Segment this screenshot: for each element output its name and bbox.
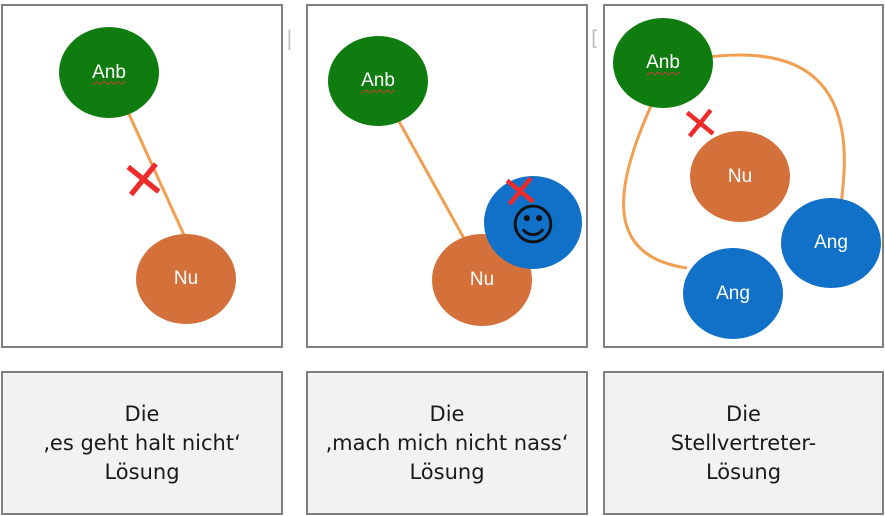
nu-label: Nu	[727, 165, 753, 187]
connector-lines	[121, 100, 191, 247]
anb-node: Anb	[328, 36, 428, 126]
panel-stellvertreter: Anb Nu Ang Ang ✕	[603, 4, 884, 348]
cursor-mark: [	[591, 26, 599, 50]
ang-node: Ang	[683, 248, 783, 339]
nu-label: Nu	[173, 268, 199, 289]
caption-line-2: Stellvertreter-	[670, 430, 817, 455]
caption-line-3: Lösung	[705, 459, 782, 484]
caption-mach-mich-nicht-nass: Die ‚mach mich nicht nass‘ Lösung	[306, 371, 588, 515]
cursor-mark: |	[286, 26, 293, 50]
caption-line-1: Die	[726, 401, 761, 426]
panel-es-geht-halt-nicht: Anb Nu ✕	[1, 4, 283, 348]
caption-line-1: Die	[124, 401, 160, 426]
caption-line-3: Lösung	[409, 459, 485, 484]
caption-line-3: Lösung	[104, 459, 180, 484]
cross-icon: ✕	[498, 163, 543, 221]
nu-node: Nu	[136, 234, 236, 324]
connector-lines	[622, 53, 846, 270]
cross-icon: ✕	[678, 95, 723, 153]
ang-label: Ang	[716, 282, 750, 304]
nu-node: Nu	[690, 131, 790, 222]
connector-lines	[394, 115, 468, 243]
anb-ang-right-connector	[700, 53, 846, 207]
ang-label: Ang	[814, 232, 848, 253]
anb-label: Anb	[92, 61, 126, 83]
anb-nu-connector	[394, 115, 468, 243]
anb-node: Anb	[59, 27, 159, 118]
smiley-icon: ☺	[510, 200, 556, 251]
nu-label: Nu	[469, 269, 495, 290]
cross-icon: ✕	[117, 146, 170, 215]
anb-label: Anb	[361, 70, 395, 91]
caption-line-2: ‚mach mich nicht nass‘	[325, 430, 569, 455]
umbrella-node	[484, 176, 582, 269]
caption-stellvertreter: Die Stellvertreter- Lösung	[603, 371, 884, 515]
anb-label: Anb	[646, 52, 680, 73]
caption-line-2: ‚es geht halt nicht‘	[43, 430, 241, 455]
anb-node: Anb	[613, 18, 713, 108]
anb-ang-left-connector	[622, 105, 688, 270]
caption-line-1: Die	[429, 401, 465, 426]
anb-nu-connector	[121, 100, 191, 247]
ang-node: Ang	[781, 198, 881, 288]
caption-es-geht-halt-nicht: Die ‚es geht halt nicht‘ Lösung	[1, 371, 283, 515]
panel-mach-mich-nicht-nass: Anb Nu ☺ ✕	[306, 4, 588, 348]
